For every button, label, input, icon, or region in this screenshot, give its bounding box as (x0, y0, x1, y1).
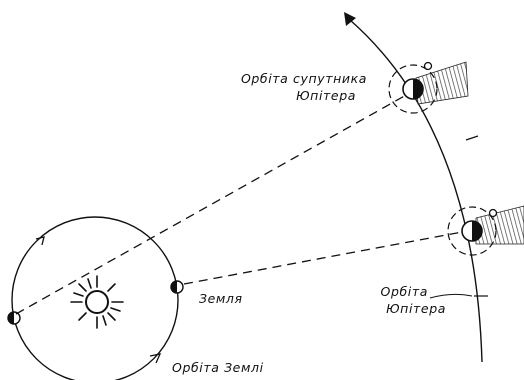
sightline-to-upper-jupiter (16, 94, 408, 314)
satellite-upper (425, 63, 432, 70)
satellite-lower (490, 210, 497, 217)
sun-icon (71, 276, 123, 328)
jupiter-orbit-label-line2: Юпітера (386, 301, 446, 316)
jupiter-lower (448, 206, 524, 255)
earth-position-right (171, 281, 183, 293)
jupiter-upper-shadow (416, 62, 468, 104)
sightline-to-lower-jupiter (184, 232, 462, 284)
earth-label: Земля (199, 291, 243, 306)
jupiter-orbit-leader (430, 294, 472, 298)
jupiter-orbit-label-line1: Орбіта (381, 284, 429, 299)
jupiter-upper (389, 62, 468, 113)
satellite-orbit-label-line2: Юпітера (296, 88, 356, 103)
jupiter-lower-shadow (476, 206, 524, 244)
earth-orbit-label: Орбіта Землі (172, 360, 264, 375)
satellite-orbit-label-line1: Орбіта супутника (241, 71, 367, 86)
jupiter-orbit-tick-upper (466, 136, 478, 140)
earth-position-left (8, 312, 20, 324)
